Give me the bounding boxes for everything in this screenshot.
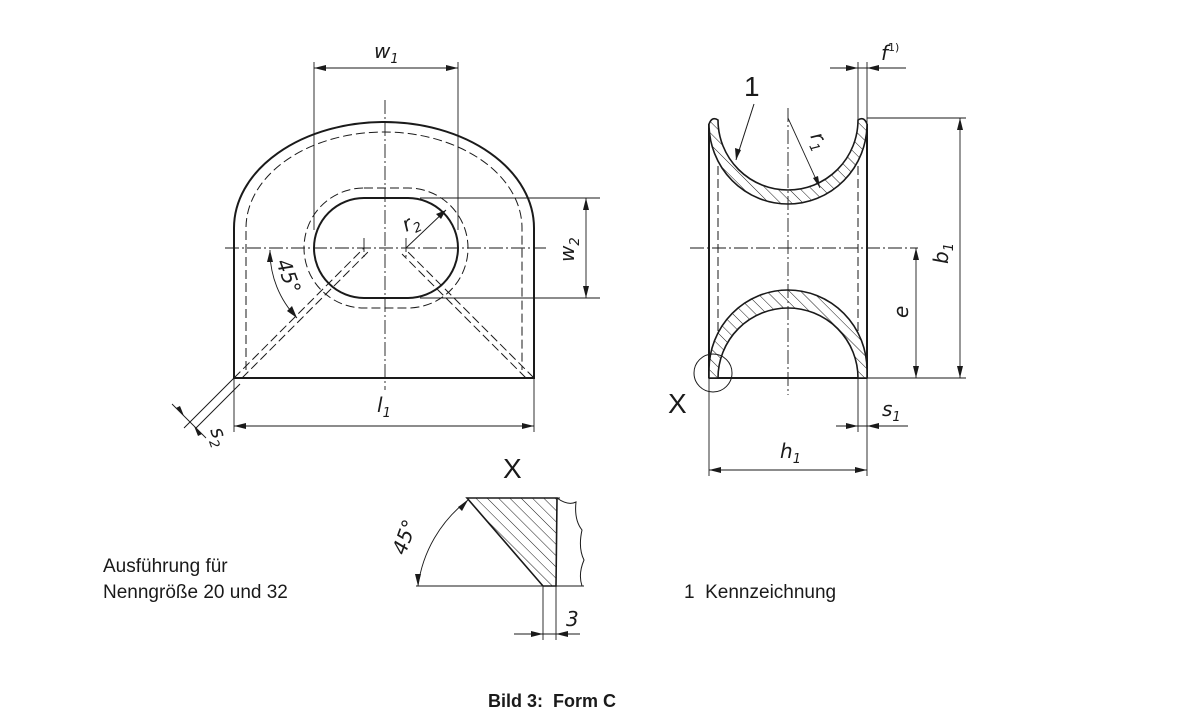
front-view: w1 w2 r2 45° l1 s2 <box>171 39 600 451</box>
side-label-r1: r1 <box>802 128 834 155</box>
side-bottom-ring-section <box>708 289 868 379</box>
note-execution-line2: Nenngröße 20 und 32 <box>103 582 288 603</box>
side-label-e: e <box>889 306 913 318</box>
detail-section <box>465 497 558 587</box>
detail-label-3: 3 <box>566 607 579 631</box>
side-detail-circle <box>693 353 733 393</box>
front-chamfer-right <box>405 249 535 379</box>
side-item-number: 1 <box>744 71 760 102</box>
front-chamfer-left <box>233 247 365 379</box>
side-detail-marker: X <box>668 388 687 419</box>
detail-title: X <box>503 453 522 484</box>
detail-view: X 45° 3 <box>387 453 585 640</box>
front-label-s2: s2 <box>202 424 235 451</box>
front-chamfer-left-2 <box>241 251 369 379</box>
side-label-s1: s1 <box>882 397 901 425</box>
detail-label-angle: 45° <box>387 516 422 558</box>
side-label-b1: b1 <box>929 243 957 264</box>
front-label-l1: l1 <box>377 393 391 421</box>
front-chamfer-right-2 <box>401 253 527 379</box>
front-label-w2: w2 <box>555 237 583 262</box>
front-label-w1: w1 <box>374 39 399 67</box>
note-execution-line1: Ausführung für <box>103 556 228 577</box>
front-label-angle: 45° <box>271 256 306 298</box>
side-label-h1: h1 <box>780 439 801 467</box>
front-label-r2: r2 <box>398 208 425 240</box>
side-view: X 1 r1 f1) b1 e s1 <box>668 41 966 476</box>
legend-item: 1 Kennzeichnung <box>684 582 836 603</box>
side-label-f: f1) <box>881 41 899 65</box>
front-inner-dashed-outline <box>245 131 523 370</box>
front-outer-outline <box>233 121 535 379</box>
figure-caption: Bild 3: Form C <box>488 691 616 711</box>
